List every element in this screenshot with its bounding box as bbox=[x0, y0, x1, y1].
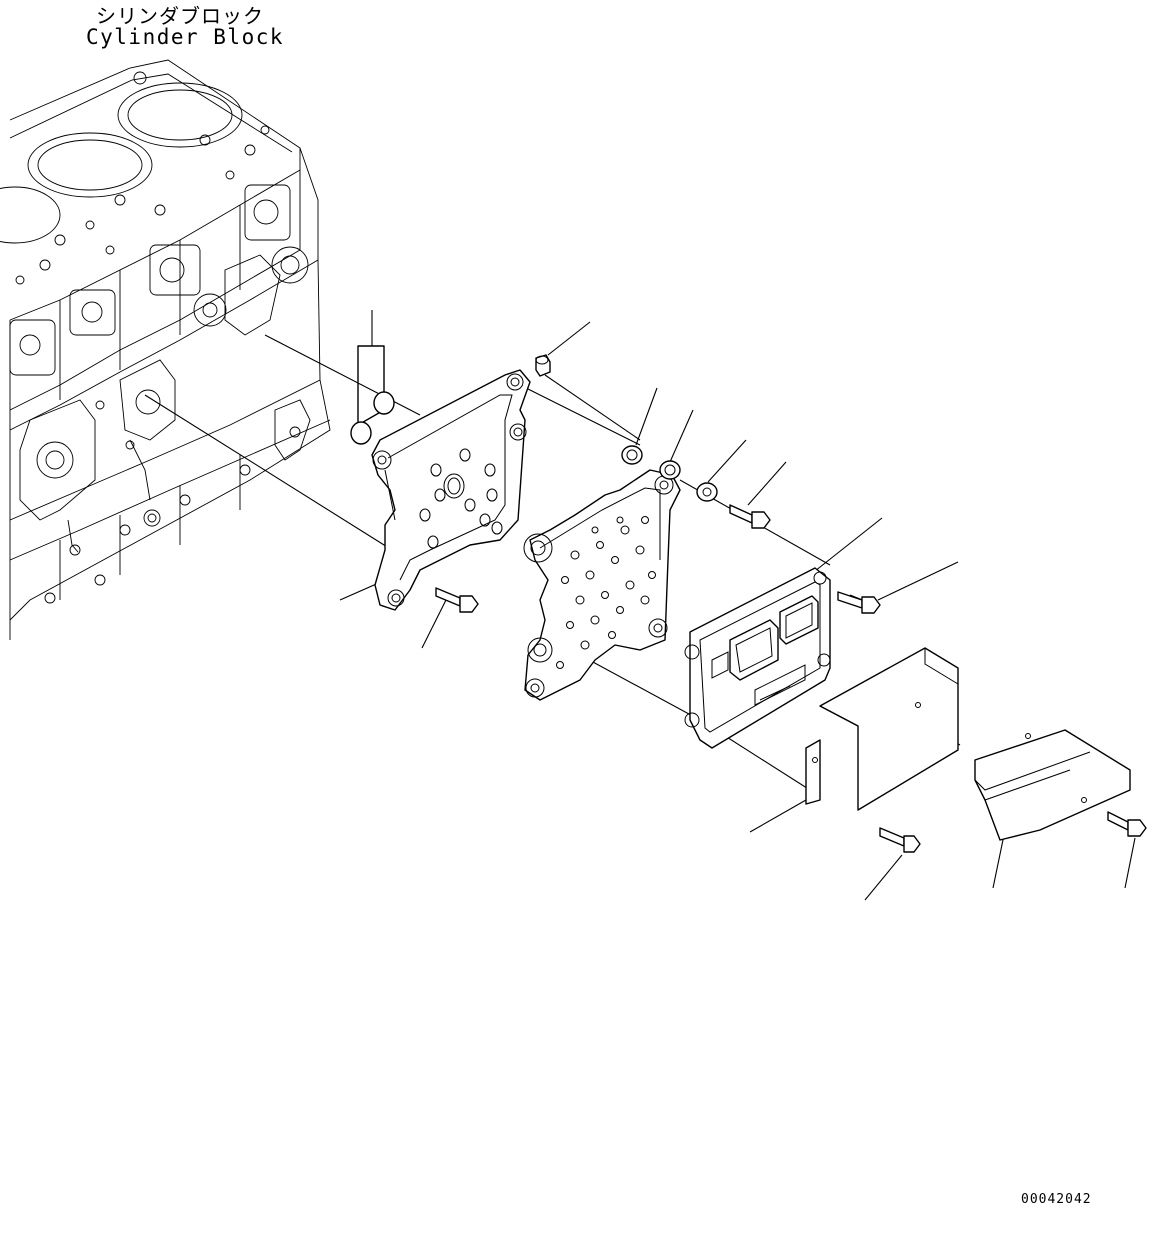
cylinder-block-label-jp: シリンダブロック bbox=[96, 4, 264, 28]
ecm-cooling-plate bbox=[523, 469, 681, 701]
cylinder-block-label-en: Cylinder Block bbox=[86, 25, 285, 49]
spacer-collar bbox=[659, 460, 681, 480]
engine-controller bbox=[684, 567, 831, 749]
bolt-5 bbox=[1107, 811, 1147, 837]
drawing-number: 00042042 bbox=[1021, 1192, 1092, 1207]
grommet-collar bbox=[621, 445, 643, 465]
ecm-cover bbox=[805, 647, 959, 811]
mounting-bracket bbox=[371, 369, 531, 611]
bolt-4 bbox=[879, 827, 921, 853]
bolt-1 bbox=[729, 504, 771, 529]
cylinder-block-drawing bbox=[0, 59, 331, 640]
dowel-sleeve bbox=[350, 345, 395, 445]
ecm-guard bbox=[974, 729, 1131, 841]
bolt-2 bbox=[837, 591, 881, 614]
bolt-3 bbox=[435, 587, 479, 613]
plug bbox=[535, 354, 551, 377]
washer bbox=[696, 482, 718, 502]
